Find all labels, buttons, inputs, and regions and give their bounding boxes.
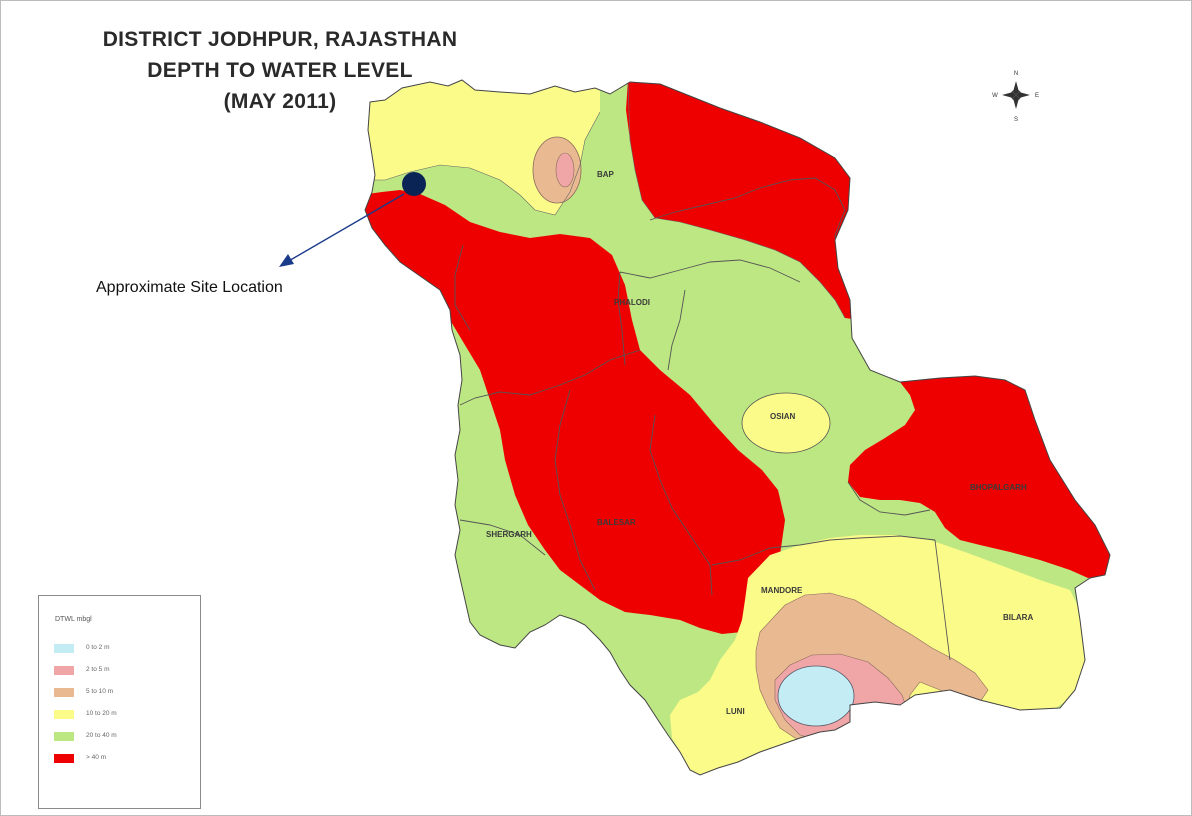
legend: DTWL mbgl 0 to 2 m 2 to 5 m 5 to 10 m 10… <box>38 595 201 809</box>
compass-e: E <box>1035 93 1039 99</box>
label-luni: LUNI <box>726 707 745 716</box>
legend-swatch <box>54 688 74 697</box>
legend-swatch <box>54 644 74 653</box>
compass-s: S <box>1014 117 1018 123</box>
tehsil-boundaries <box>454 177 951 661</box>
zone-gt-40-central <box>365 190 785 634</box>
zone-0-2 <box>777 665 855 727</box>
site-arrow-head <box>279 254 294 267</box>
map-title-line-2: DEPTH TO WATER LEVEL <box>147 59 413 82</box>
compass-n: N <box>1014 71 1018 77</box>
label-shergarh: SHERGARH <box>486 530 532 539</box>
legend-label: 5 to 10 m <box>86 688 114 695</box>
zone-gt-40-northeast <box>626 80 860 320</box>
label-mandore: MANDORE <box>761 586 803 595</box>
zone-gt-40-east <box>848 372 1110 578</box>
label-bap: BAP <box>597 170 615 179</box>
water-level-zones <box>365 80 1110 775</box>
site-location-label: Approximate Site Location <box>96 279 283 296</box>
legend-swatch <box>54 732 74 741</box>
site-arrow-line <box>286 193 405 263</box>
zone-2-5-pocket <box>555 152 575 188</box>
legend-label: 20 to 40 m <box>86 732 117 739</box>
label-osian: OSIAN <box>770 412 796 421</box>
map-title-line-1: DISTRICT JODHPUR, RAJASTHAN <box>102 28 458 51</box>
legend-swatch <box>54 754 74 763</box>
zone-contours <box>365 80 846 319</box>
map-title: DISTRICT JODHPUR, RAJASTHAN DEPTH TO WAT… <box>40 24 520 117</box>
legend-label: 0 to 2 m <box>86 644 110 651</box>
legend-label: > 40 m <box>86 754 107 761</box>
label-phalodi: PHALODI <box>614 298 650 307</box>
legend-swatch <box>54 666 74 675</box>
legend-label: 10 to 20 m <box>86 710 117 717</box>
legend-title: DTWL mbgl <box>55 616 92 623</box>
legend-swatch <box>54 710 74 719</box>
label-bhopalgarh: BHOPALGARH <box>970 483 1027 492</box>
legend-label: 2 to 5 m <box>86 666 110 673</box>
site-marker <box>402 172 426 196</box>
map-title-line-3: (MAY 2011) <box>223 90 337 113</box>
label-balesar: BALESAR <box>597 518 636 527</box>
zone-10-20-osian <box>741 392 831 454</box>
label-bilara: BILARA <box>1003 613 1033 622</box>
compass-rose-icon: N S E W <box>992 71 1039 123</box>
compass-w: W <box>992 93 998 99</box>
